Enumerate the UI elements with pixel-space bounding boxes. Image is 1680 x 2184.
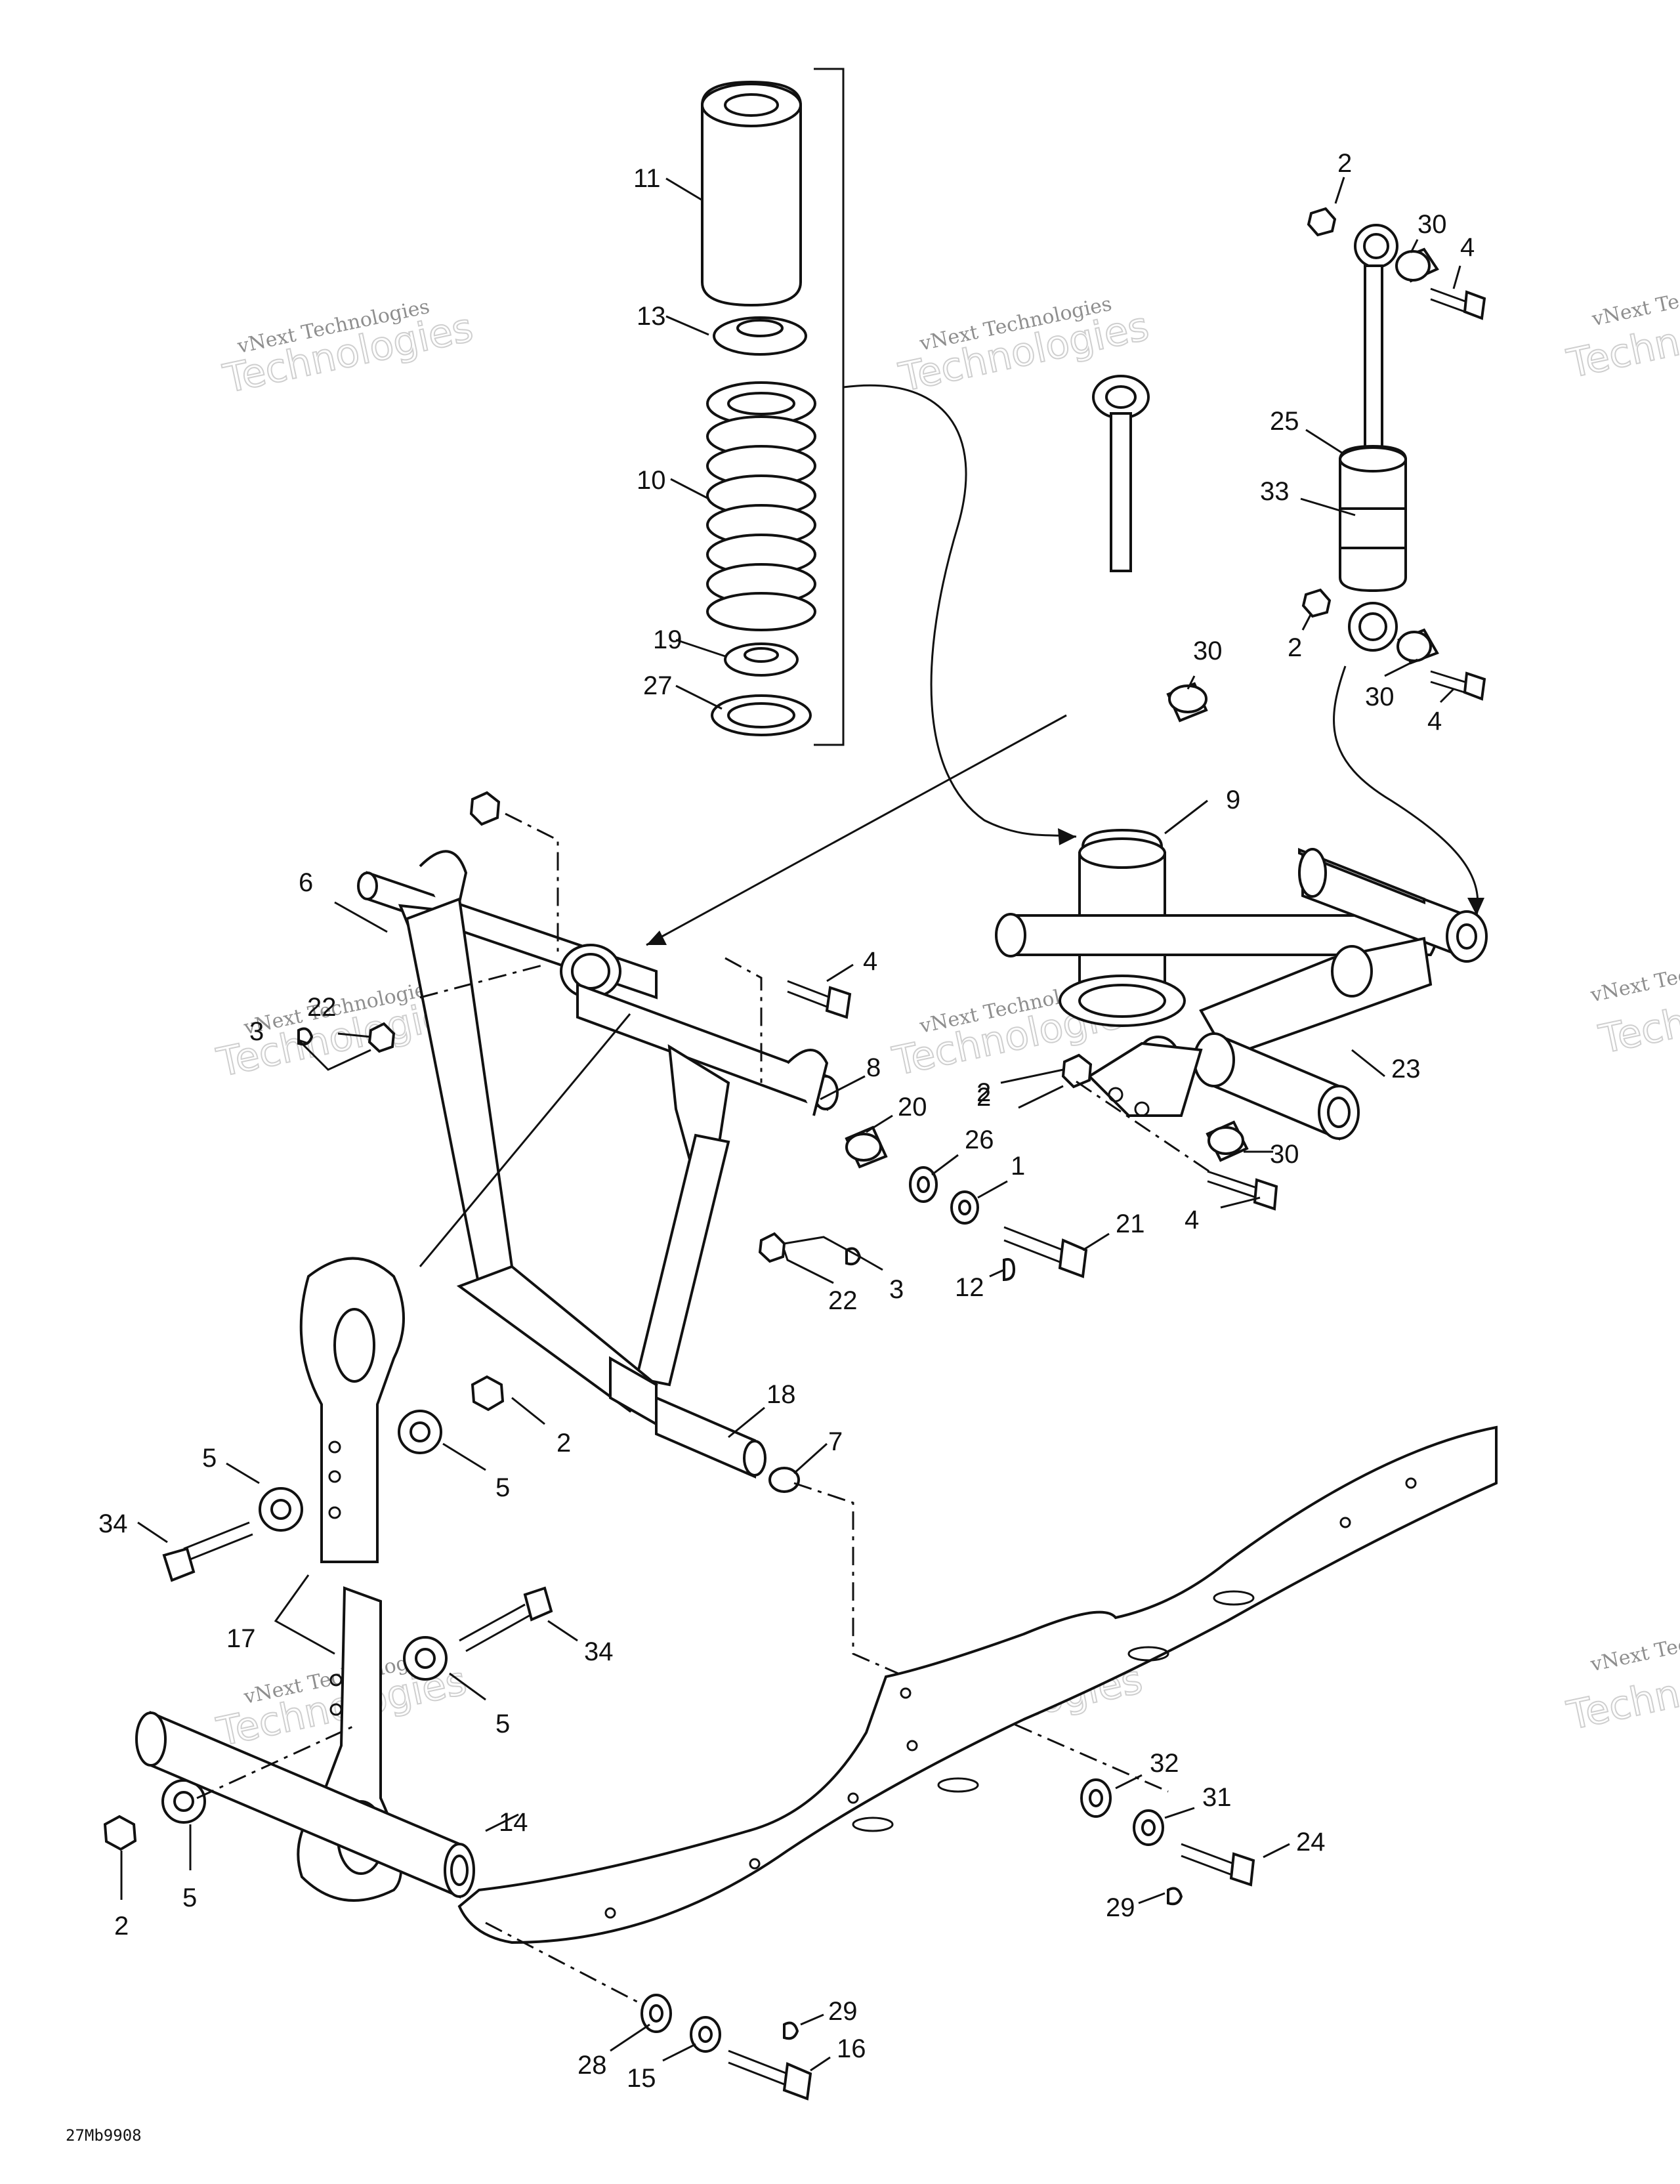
rear-axle-assembly bbox=[995, 848, 1488, 1211]
callout-17: 17 bbox=[226, 1624, 256, 1653]
callout-28: 28 bbox=[578, 2051, 607, 2080]
callout-33: 33 bbox=[1260, 477, 1290, 506]
callout-4: 4 bbox=[1427, 707, 1442, 736]
callout-34: 34 bbox=[98, 1509, 128, 1538]
callout-18: 18 bbox=[766, 1380, 796, 1409]
coil-spring bbox=[706, 381, 816, 631]
callout-24: 24 bbox=[1296, 1828, 1326, 1857]
callout-labels: 11 13 10 19 27 2 30 4 25 33 2 30 4 30 9 … bbox=[98, 149, 1475, 2093]
callout-13: 13 bbox=[637, 302, 666, 331]
callout-2: 2 bbox=[556, 1429, 571, 1458]
callout-22: 22 bbox=[828, 1286, 858, 1315]
callout-4: 4 bbox=[1185, 1206, 1199, 1234]
callout-29: 29 bbox=[828, 1997, 858, 2026]
callout-32: 32 bbox=[1150, 1749, 1179, 1778]
watermark-text: vNext Technologies bbox=[1588, 944, 1680, 1007]
callout-34: 34 bbox=[584, 1637, 614, 1666]
watermark-text: vNext Technologies bbox=[1588, 1613, 1680, 1676]
callout-4: 4 bbox=[1460, 233, 1475, 262]
callout-3: 3 bbox=[249, 1017, 264, 1046]
callout-5: 5 bbox=[182, 1883, 197, 1912]
callout-7: 7 bbox=[828, 1427, 843, 1456]
callout-26: 26 bbox=[965, 1125, 994, 1154]
callout-12: 12 bbox=[955, 1273, 984, 1302]
callout-27: 27 bbox=[643, 671, 673, 700]
callout-5: 5 bbox=[202, 1444, 217, 1473]
callout-2: 2 bbox=[1337, 149, 1352, 178]
callout-30: 30 bbox=[1418, 210, 1447, 239]
callout-2: 2 bbox=[976, 1078, 991, 1107]
callout-11: 11 bbox=[633, 164, 661, 193]
callout-31: 31 bbox=[1202, 1783, 1232, 1812]
spring-kit bbox=[701, 68, 1077, 845]
callout-3: 3 bbox=[889, 1275, 904, 1304]
callout-6: 6 bbox=[299, 868, 313, 897]
callout-19: 19 bbox=[653, 625, 682, 654]
drawing-code: 27Mb9908 bbox=[66, 2126, 142, 2145]
callout-2: 2 bbox=[114, 1912, 129, 1941]
callout-30: 30 bbox=[1270, 1140, 1299, 1169]
center-shock bbox=[1059, 375, 1208, 1078]
callout-30: 30 bbox=[1365, 682, 1395, 711]
callout-29: 29 bbox=[1106, 1893, 1135, 1922]
callout-2: 2 bbox=[976, 1083, 991, 1112]
callout-14: 14 bbox=[499, 1808, 528, 1837]
spring-cover bbox=[701, 80, 802, 307]
callout-15: 15 bbox=[627, 2064, 656, 2093]
callout-20: 20 bbox=[898, 1093, 927, 1122]
callout-2: 2 bbox=[1288, 633, 1302, 662]
callout-16: 16 bbox=[837, 2034, 866, 2063]
callout-21: 21 bbox=[1116, 1209, 1145, 1238]
callout-5: 5 bbox=[495, 1710, 510, 1738]
callout-9: 9 bbox=[1226, 786, 1240, 814]
callout-8: 8 bbox=[866, 1053, 881, 1082]
link-assembly bbox=[103, 1257, 553, 1902]
callout-4: 4 bbox=[863, 947, 877, 976]
callout-23: 23 bbox=[1391, 1055, 1421, 1083]
callout-22: 22 bbox=[307, 993, 337, 1022]
callout-10: 10 bbox=[637, 466, 666, 495]
front-arm bbox=[297, 714, 1169, 1793]
callout-1: 1 bbox=[1011, 1152, 1025, 1181]
slide-rail bbox=[457, 1425, 1498, 2101]
callout-5: 5 bbox=[495, 1473, 510, 1502]
callout-30: 30 bbox=[1193, 637, 1223, 665]
rear-shock-upper bbox=[1301, 207, 1486, 916]
leader-lines bbox=[120, 177, 1461, 2072]
callout-25: 25 bbox=[1270, 407, 1299, 436]
